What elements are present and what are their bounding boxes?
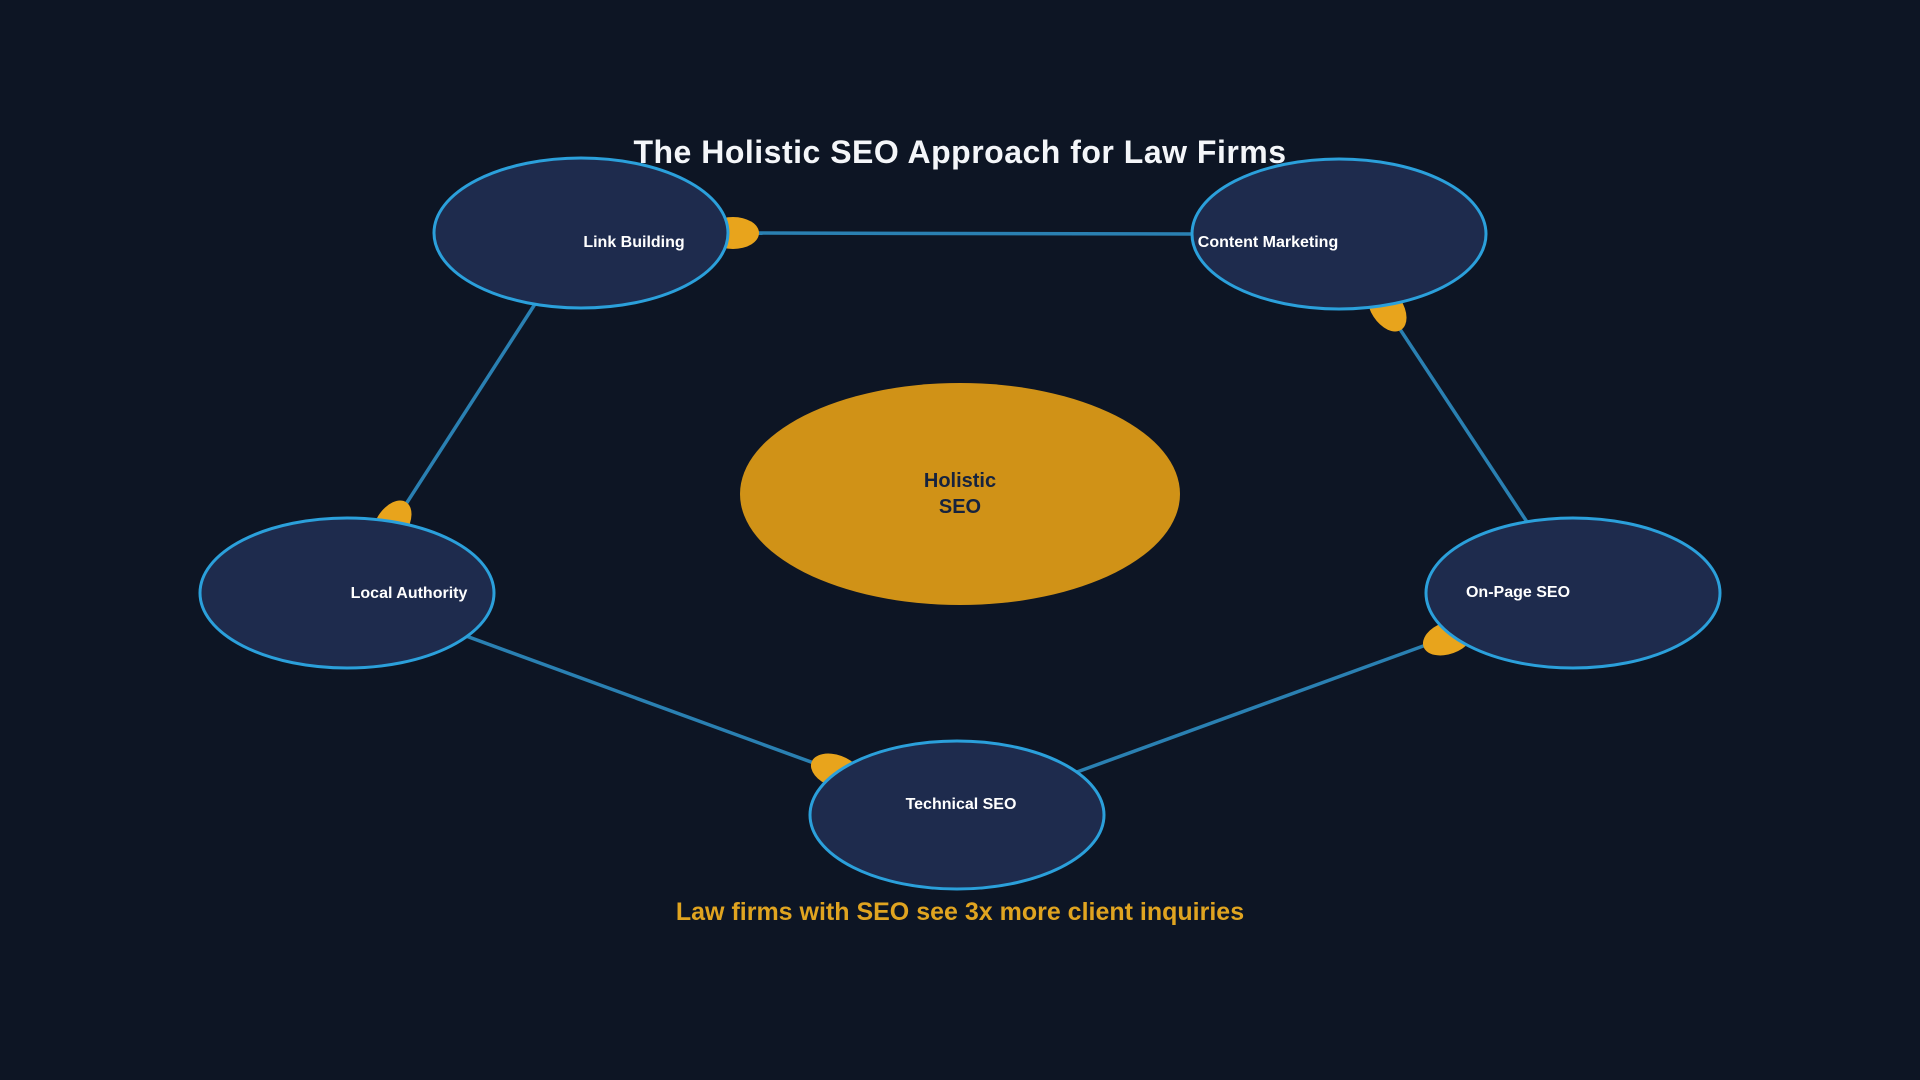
node-label-local-authority: Local Authority — [350, 585, 468, 602]
node-label-link-building: Link Building — [583, 234, 685, 251]
edge-technical-seo-to-on-page-seo — [1076, 635, 1449, 774]
edge-on-page-seo-to-content-marketing — [1384, 307, 1529, 523]
node-ellipse-local-authority — [198, 516, 496, 670]
node-ellipse-content-marketing — [1190, 157, 1488, 311]
edge-lines — [395, 231, 1529, 774]
node-label-technical-seo: Technical SEO — [905, 796, 1017, 813]
caption-text: Law firms with SEO see 3x more client in… — [675, 898, 1245, 926]
node-label-on-page-seo: On-Page SEO — [1465, 584, 1571, 601]
node-ellipse-on-page-seo — [1424, 516, 1722, 670]
node-ellipse-link-building — [432, 156, 730, 310]
node-ellipse-technical-seo — [808, 739, 1106, 891]
edge-content-marketing-to-link-building — [739, 231, 1193, 236]
center-node-label-line1: Holistic — [923, 470, 997, 492]
node-label-content-marketing: Content Marketing — [1197, 234, 1339, 251]
center-node-label: Holistic SEO — [924, 468, 996, 520]
edge-local-authority-to-technical-seo — [465, 634, 834, 772]
page-title: The Holistic SEO Approach for Law Firms — [633, 134, 1287, 170]
edge-link-building-to-local-authority — [395, 303, 537, 519]
center-node-label-line2: SEO — [938, 496, 982, 518]
center-node-ellipse — [740, 383, 1180, 605]
node-ellipses — [198, 156, 1722, 891]
